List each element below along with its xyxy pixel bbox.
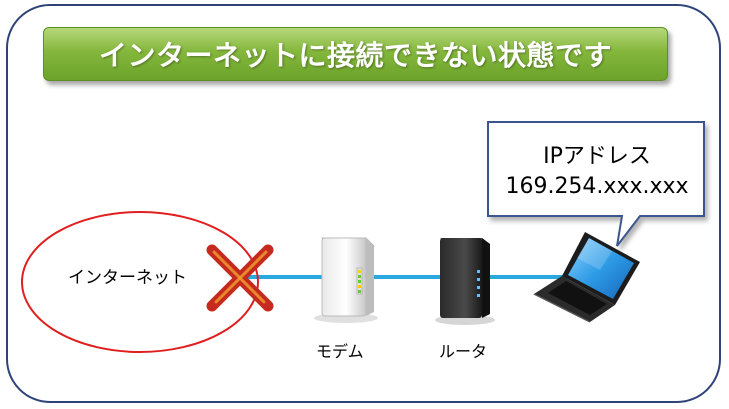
router-label: ルータ (439, 342, 488, 361)
cross-mark-icon (206, 244, 274, 312)
laptop-icon (533, 232, 640, 323)
ip-address: 169.254.xxx.xxx (505, 174, 689, 199)
router-icon (435, 238, 495, 325)
callout-text: IPアドレス 169.254.xxx.xxx (493, 142, 701, 202)
modem-label: モデム (316, 342, 364, 361)
title-banner: インターネットに接続できない状態です (43, 27, 668, 81)
internet-cloud (21, 211, 259, 353)
ip-label: IPアドレス (543, 144, 651, 169)
internet-label: インターネット (68, 268, 187, 288)
page-title: インターネットに接続できない状態です (98, 39, 612, 72)
modem-icon (314, 237, 378, 323)
